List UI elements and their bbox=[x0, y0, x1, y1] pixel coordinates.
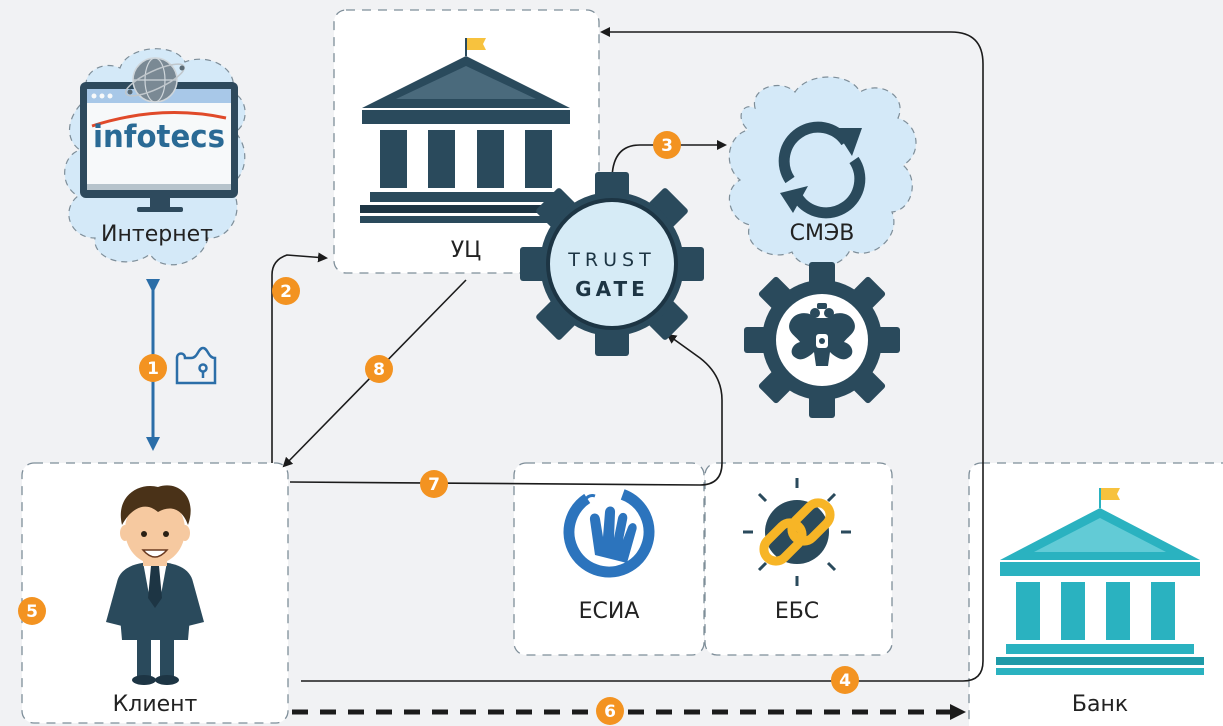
svg-text:8: 8 bbox=[373, 360, 385, 380]
step-badge-2: 2 bbox=[272, 277, 300, 305]
esia-box bbox=[513, 462, 705, 656]
monitor-icon bbox=[80, 82, 238, 212]
gear-icon bbox=[520, 172, 704, 356]
eagle-emblem-icon bbox=[744, 262, 900, 418]
step-badge-6: 6 bbox=[596, 697, 624, 725]
bank-building-icon bbox=[996, 488, 1204, 675]
smev-cloud bbox=[728, 76, 917, 268]
bank-box bbox=[968, 462, 1223, 726]
svg-text:7: 7 bbox=[428, 475, 440, 495]
step-badge-3: 3 bbox=[653, 131, 681, 159]
svg-text:2: 2 bbox=[280, 282, 292, 302]
step-badge-4: 4 bbox=[831, 666, 859, 694]
svg-text:6: 6 bbox=[604, 702, 616, 722]
step-badge-5: 5 bbox=[18, 597, 46, 625]
arrow-4 bbox=[301, 27, 984, 682]
uc-label: УЦ bbox=[451, 238, 482, 263]
svg-text:3: 3 bbox=[661, 136, 673, 156]
puzzle-lock-icon bbox=[175, 346, 217, 385]
step-badge-1: 1 bbox=[139, 354, 167, 382]
person-icon bbox=[106, 485, 204, 685]
step-badge-8: 8 bbox=[365, 355, 393, 383]
arrow-2 bbox=[271, 252, 328, 463]
client-label: Клиент bbox=[113, 692, 198, 717]
svg-text:1: 1 bbox=[147, 359, 159, 379]
refresh-icon bbox=[778, 121, 866, 219]
svg-text:5: 5 bbox=[26, 602, 38, 622]
step-badge-7: 7 bbox=[420, 470, 448, 498]
arrow-7 bbox=[289, 333, 723, 486]
uc-building-icon bbox=[360, 38, 572, 223]
infotecs-logo: infotecs bbox=[93, 119, 225, 155]
hand-touch-icon bbox=[563, 486, 655, 578]
trustgate-line2: GATE bbox=[575, 277, 649, 301]
globe-icon bbox=[124, 57, 186, 103]
internet-label: Интернет bbox=[101, 222, 213, 247]
ebs-label: ЕБС bbox=[775, 599, 819, 624]
svg-text:4: 4 bbox=[839, 671, 851, 691]
bank-label: Банк bbox=[1072, 692, 1128, 717]
smev-label: СМЭВ bbox=[790, 221, 855, 246]
trustgate-line1: TRUST bbox=[567, 249, 655, 271]
esia-label: ЕСИА bbox=[579, 599, 640, 624]
chain-link-icon bbox=[743, 478, 851, 586]
